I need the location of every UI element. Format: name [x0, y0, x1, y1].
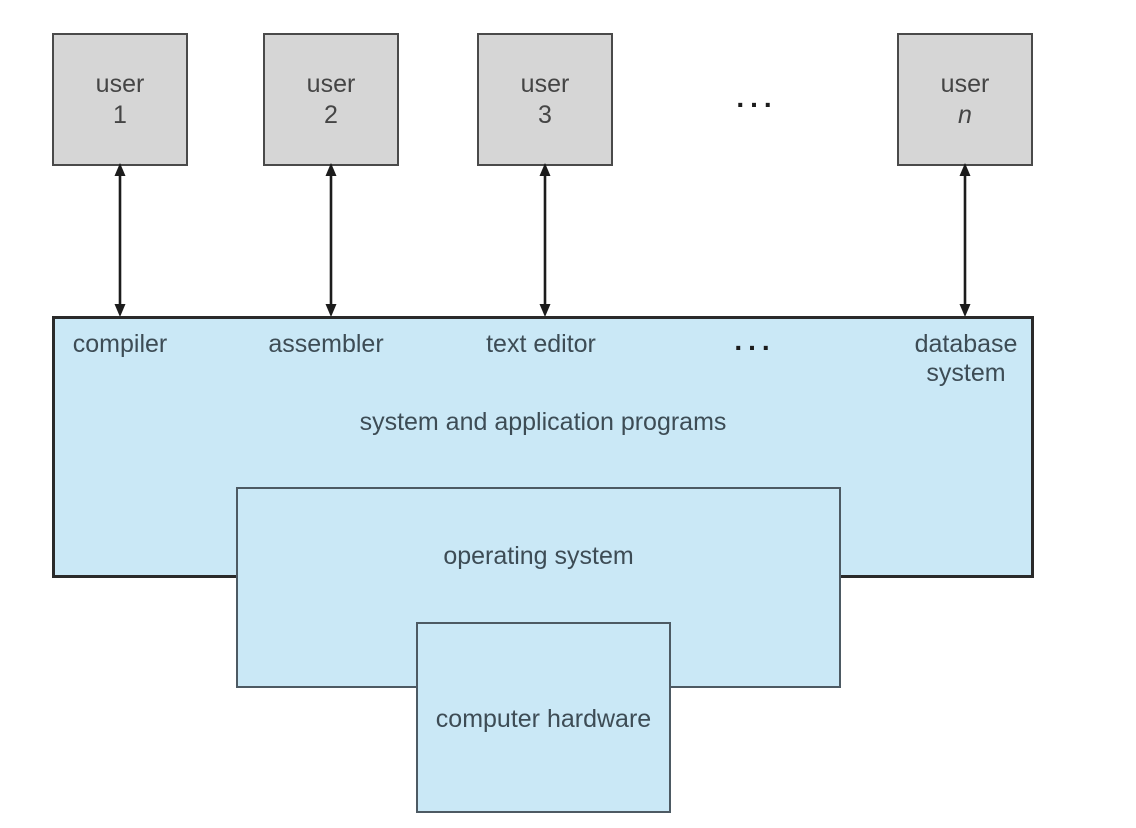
user-box-3-word: user [520, 70, 570, 98]
user-3-bidirectional-arrow [539, 163, 551, 317]
user-box-n-number: n [958, 100, 972, 129]
user-2-bidirectional-arrow [325, 163, 337, 317]
user-box-n-word: user [940, 70, 990, 98]
program-label-text-editor: text editor [486, 330, 596, 358]
user-box-1-word: user [95, 70, 145, 98]
user-box-3-number: 3 [538, 100, 552, 129]
user-n-bidirectional-arrow [959, 163, 971, 317]
application-layer-title: system and application programs [359, 408, 727, 436]
programs-ellipsis: ... [734, 325, 776, 356]
program-label-assembler: assembler [268, 330, 384, 358]
program-label-database-system: database system [914, 330, 1018, 387]
computer-hardware-layer [416, 622, 671, 813]
computer-hardware-title: computer hardware [435, 705, 652, 733]
program-label-compiler: compiler [72, 330, 168, 358]
users-ellipsis: ... [736, 82, 778, 113]
user-box-1-number: 1 [113, 100, 127, 129]
operating-system-title: operating system [443, 542, 634, 570]
user-1-bidirectional-arrow [114, 163, 126, 317]
user-box-2-word: user [306, 70, 356, 98]
user-box-2-number: 2 [324, 100, 338, 129]
